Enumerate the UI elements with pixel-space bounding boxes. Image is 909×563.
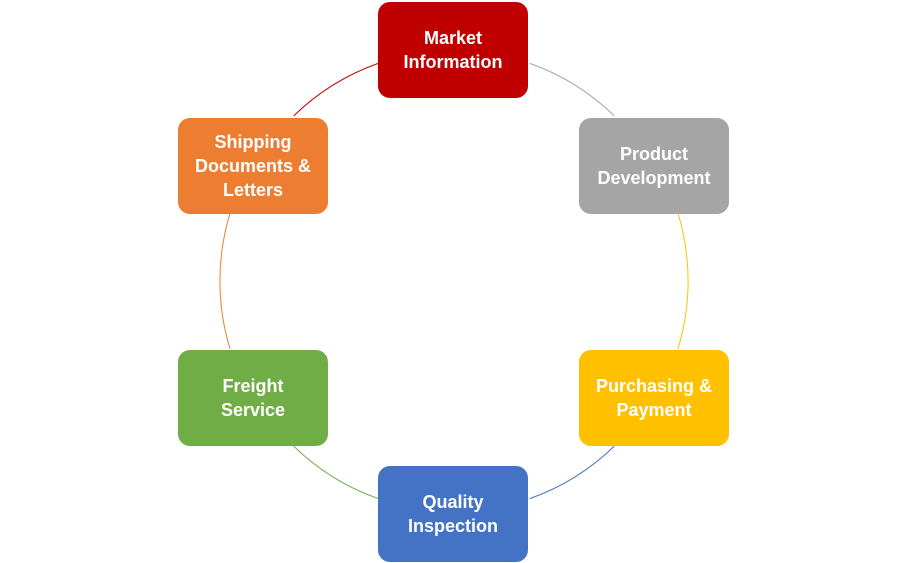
connector-product-purchase bbox=[677, 212, 689, 350]
node-label: Product Development bbox=[597, 144, 711, 188]
node-purchasing-payment: Purchasing & Payment bbox=[579, 350, 729, 446]
node-label: Quality Inspection bbox=[407, 492, 498, 536]
connector-market-product bbox=[529, 62, 615, 117]
connector-quality-freight bbox=[293, 445, 379, 500]
node-label: Freight Service bbox=[220, 376, 286, 420]
connector-purchase-quality bbox=[529, 445, 615, 500]
node-label: Shipping Documents & Letters bbox=[194, 132, 311, 200]
node-market-information: Market Information bbox=[378, 2, 528, 98]
node-freight-service: Freight Service bbox=[178, 350, 328, 446]
node-label: Market Information bbox=[403, 28, 503, 72]
node-quality-inspection: Quality Inspection bbox=[378, 466, 528, 562]
connector-freight-shipping bbox=[219, 212, 231, 350]
connector-shipping-market bbox=[293, 62, 379, 117]
node-label: Purchasing & Payment bbox=[595, 376, 713, 420]
node-shipping-documents-letters: Shipping Documents & Letters bbox=[178, 118, 328, 214]
node-product-development: Product Development bbox=[579, 118, 729, 214]
